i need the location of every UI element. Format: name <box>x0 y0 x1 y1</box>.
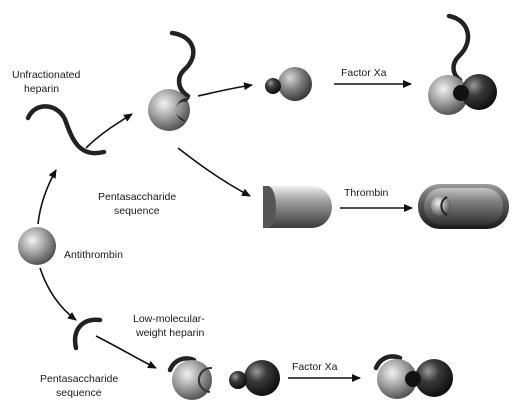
inactivated-thrombin-complex <box>418 184 509 229</box>
label-unfractionated-line2: heparin <box>24 83 59 95</box>
label-unfractionated-line1: Unfractionated <box>12 69 80 81</box>
arrow-complex-to-factor-xa <box>198 85 252 96</box>
label-lmwh-line2: weight heparin <box>135 327 204 339</box>
heparin-antithrombin-complex <box>148 33 193 131</box>
arrow-heparin-to-complex <box>86 114 132 148</box>
label-thrombin: Thrombin <box>344 187 389 199</box>
label-pentasaccharide-bottom-line1: Pentasaccharide <box>40 373 118 385</box>
factor-xa-molecule-top <box>265 67 312 101</box>
label-factor-xa-bottom: Factor Xa <box>292 361 338 373</box>
lmwh-antithrombin-factor-xa <box>170 358 280 400</box>
arrow-lmwh-to-complex <box>96 336 156 368</box>
inactivated-factor-xa-complex-top <box>428 16 497 115</box>
label-factor-xa-top: Factor Xa <box>341 67 387 79</box>
lmwh-chain <box>75 320 100 348</box>
label-pentasaccharide-top-line2: sequence <box>114 205 160 217</box>
thrombin-molecule <box>263 186 332 228</box>
antithrombin-ball <box>18 227 56 265</box>
arrow-antithrombin-to-lmwh <box>40 268 76 320</box>
label-antithrombin: Antithrombin <box>64 249 123 261</box>
label-pentasaccharide-bottom-line2: sequence <box>56 387 102 399</box>
label-lmwh-line1: Low-molecular- <box>133 313 205 325</box>
arrow-complex-to-thrombin <box>178 148 250 196</box>
label-pentasaccharide-top-line1: Pentasaccharide <box>98 191 176 203</box>
inactivated-factor-xa-complex-bottom <box>376 356 453 399</box>
unfractionated-heparin-chain <box>28 106 104 153</box>
arrow-antithrombin-to-heparin <box>38 170 56 224</box>
